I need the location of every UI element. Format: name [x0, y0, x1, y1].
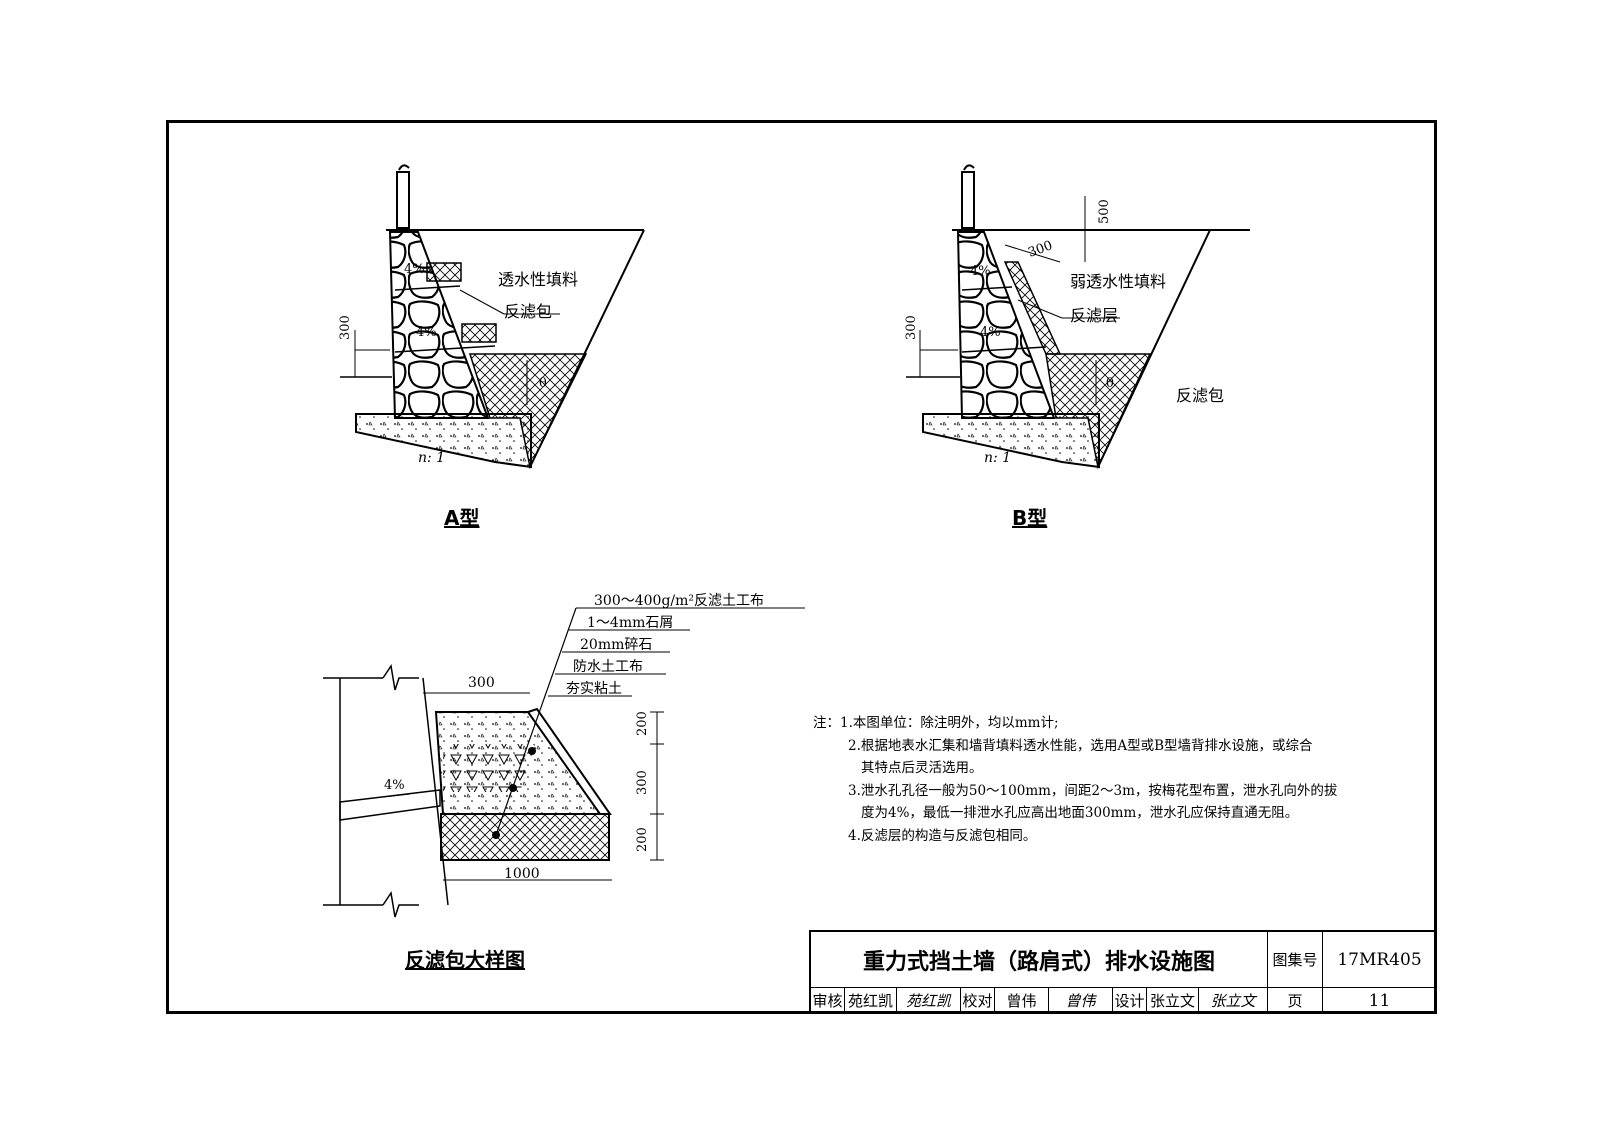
type-a-slope-lower: 4%	[416, 325, 437, 340]
note-line: 3.泄水孔孔径一般为50～100mm，间距2～3m，按梅花型布置，泄水孔向外的拔	[848, 782, 1338, 799]
detail-layer-5: 夯实粘土	[566, 681, 622, 697]
type-b-diagram	[906, 164, 1250, 470]
checker-name: 曾伟	[995, 988, 1049, 1014]
type-b-theta: θ	[1106, 376, 1114, 391]
note-line: 2.根据地表水汇集和墙背填料透水性能，选用A型或B型墙背排水设施，或综合	[848, 737, 1313, 754]
detail-diagram	[323, 607, 805, 918]
type-b-dim-300-left: 300	[904, 315, 919, 340]
detail-layer-2: 1～4mm石屑	[587, 615, 674, 631]
type-b-filter-label: 反滤层	[1070, 306, 1119, 325]
checker-signature: 曾伟	[1049, 988, 1113, 1014]
type-b-caption: B型	[1012, 506, 1048, 530]
type-b-dim-500: 500	[1097, 199, 1112, 224]
title-block: 重力式挡土墙（路肩式）排水设施图 图集号 17MR405 审核 苑红凯 苑红凯 …	[809, 930, 1437, 1014]
detail-dim-right-3: 200	[635, 827, 650, 852]
check-label: 校对	[961, 988, 995, 1014]
designer-name: 张立文	[1147, 988, 1199, 1014]
type-a-diagram	[340, 164, 645, 470]
type-a-ratio: n: 1	[418, 450, 446, 466]
detail-slope: 4%	[384, 778, 405, 793]
detail-layer-3: 20mm碎石	[580, 637, 653, 653]
design-label: 设计	[1113, 988, 1147, 1014]
note-line: 4.反滤层的构造与反滤包相同。	[848, 827, 1037, 844]
type-a-filter-label: 反滤包	[504, 302, 553, 321]
drawing-frame	[166, 120, 1437, 1014]
atlas-label: 图集号	[1268, 932, 1323, 988]
note-line: 度为4%，最低一排泄水孔应高出地面300mm，泄水孔应保持直通无阻。	[861, 805, 1299, 821]
notes-block: 注：1.本图单位：除注明外，均以mm计; 2.根据地表水汇集和墙背填料透水性能，…	[813, 712, 1337, 847]
designer-signature: 张立文	[1199, 988, 1268, 1014]
page-label: 页	[1268, 988, 1323, 1014]
detail-dim-bottom: 1000	[504, 866, 540, 882]
type-b-ratio: n: 1	[984, 450, 1012, 466]
type-b-bag-label: 反滤包	[1176, 386, 1225, 405]
detail-caption: 反滤包大样图	[405, 948, 525, 972]
type-b-slope-upper: 4%	[970, 264, 991, 279]
detail-dim-top: 300	[468, 675, 495, 691]
detail-layer-1: 300～400g/m²反滤土工布	[594, 593, 765, 609]
type-a-dim-300: 300	[338, 315, 353, 340]
reviewer-name: 苑红凯	[845, 988, 897, 1014]
detail-layer-4: 防水土工布	[573, 659, 643, 675]
type-b-slope-lower: 4%	[980, 325, 1001, 340]
type-a-theta: θ	[539, 376, 547, 391]
type-a-slope-upper: 4%	[404, 262, 425, 277]
note-line: 注：1.本图单位：除注明外，均以mm计;	[813, 715, 1059, 731]
page-number: 11	[1323, 988, 1437, 1014]
note-line: 其特点后灵活选用。	[861, 760, 983, 776]
reviewer-signature: 苑红凯	[897, 988, 961, 1014]
review-label: 审核	[811, 988, 845, 1014]
type-a-caption: A型	[444, 506, 480, 530]
detail-dim-right-1: 200	[635, 711, 650, 736]
atlas-number: 17MR405	[1323, 932, 1437, 988]
type-b-fill-label: 弱透水性填料	[1070, 272, 1167, 291]
type-a-fill-label: 透水性填料	[498, 270, 579, 289]
drawing-title: 重力式挡土墙（路肩式）排水设施图	[811, 932, 1268, 988]
detail-dim-right-2: 300	[635, 770, 650, 795]
